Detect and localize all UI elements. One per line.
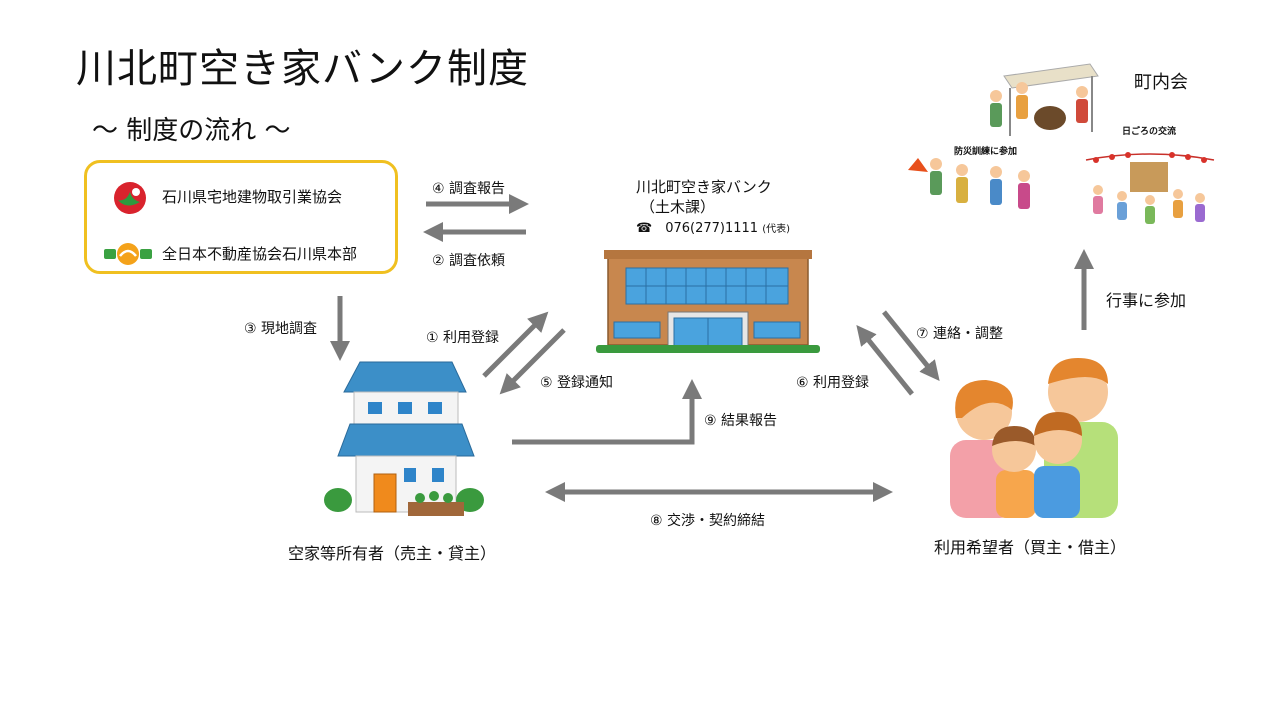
bank-name: 川北町空き家バンク — [636, 178, 772, 196]
step5-label: ⑤ 登録通知 — [540, 375, 614, 391]
house-icon — [324, 361, 484, 516]
town-hall-building-icon — [596, 250, 820, 353]
page-subtitle: ～ 制度の流れ ～ — [92, 116, 291, 146]
owner-caption: 空家等所有者（売主・貸主） — [288, 544, 497, 563]
step7-label: ⑦ 連絡・調整 — [916, 326, 1004, 342]
page-title: 川北町空き家バンク制度 — [76, 46, 529, 92]
user-caption: 利用希望者（買主・借主） — [934, 538, 1127, 557]
step2-label: ② 調査依頼 — [432, 253, 506, 269]
arrow-step1 — [482, 311, 549, 378]
event1-label: 防災訓練に参加 — [954, 147, 1018, 157]
bank-phone-number: ☎ 076(277)1111 — [636, 221, 759, 236]
step8-label: ⑧ 交渉・契約締結 — [650, 513, 766, 529]
step3-label: ③ 現地調査 — [244, 321, 318, 337]
community-event-icon — [990, 63, 1099, 136]
step6-label: ⑥ 利用登録 — [796, 375, 870, 391]
arrow-step7 — [882, 310, 940, 382]
bank-dept: （土木課） — [640, 198, 716, 216]
step1-label: ① 利用登録 — [426, 330, 500, 346]
daily-exchange-icon — [1085, 152, 1215, 224]
step4-label: ④ 調査報告 — [432, 181, 506, 197]
family-icon — [950, 358, 1118, 518]
arrow-step5 — [499, 328, 566, 395]
org1-logo-icon — [112, 180, 148, 216]
step9-label: ⑨ 結果報告 — [704, 413, 778, 429]
bank-phone: ☎ 076(277)1111 (代表) — [636, 217, 790, 236]
associations-box — [84, 160, 398, 274]
disaster-drill-icon — [908, 158, 1030, 209]
event2-label: 日ごろの交流 — [1122, 127, 1177, 137]
community-label: 町内会 — [1134, 72, 1188, 93]
arrow-step6 — [856, 324, 914, 396]
arrow-step9 — [512, 379, 702, 445]
org2-logo-icon — [104, 240, 152, 268]
org2-name: 全日本不動産協会石川県本部 — [162, 245, 358, 263]
join-event-label: 行事に参加 — [1106, 291, 1187, 310]
org1-name: 石川県宅地建物取引業協会 — [162, 188, 343, 206]
bank-phone-note: (代表) — [762, 224, 790, 235]
